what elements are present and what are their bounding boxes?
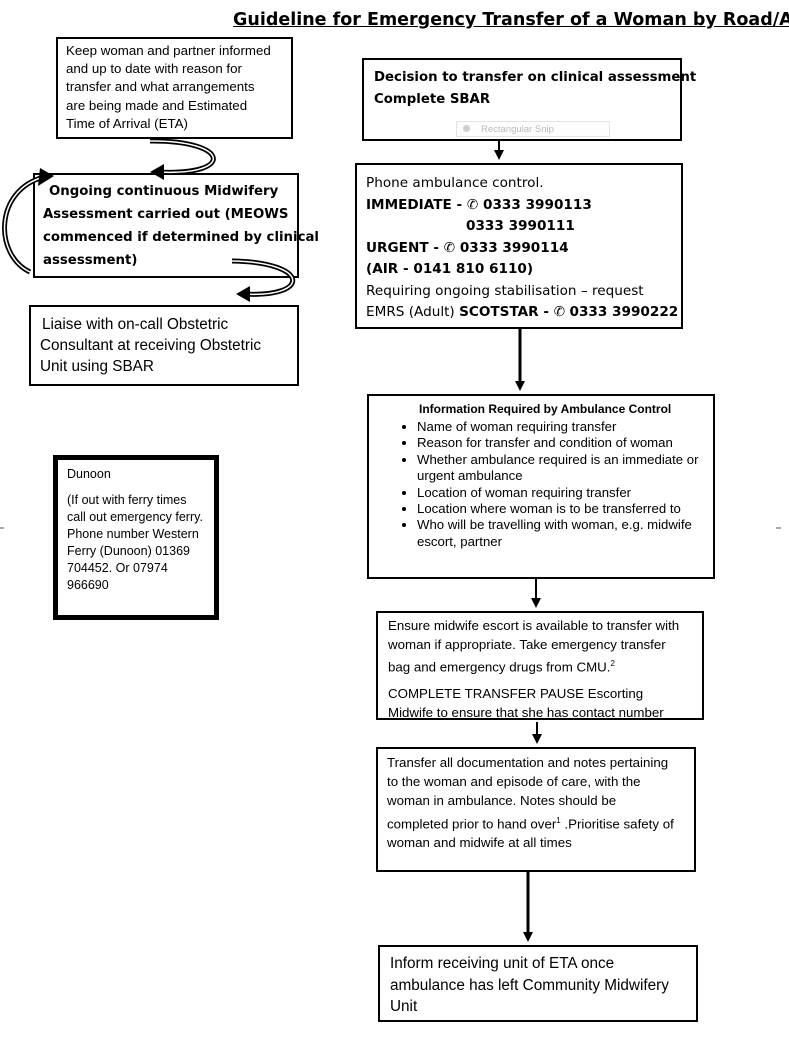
air-number: (AIR - 0141 810 6110) — [366, 261, 534, 277]
liaise-line: Consultant at receiving Obstetric — [40, 337, 262, 354]
inform-line: ambulance has left Community Midwifery — [390, 976, 669, 994]
decision-line: Decision to transfer on clinical assessm… — [374, 70, 697, 85]
urgent-label: URGENT - — [366, 239, 444, 256]
dunoon-line: call out emergency ferry. — [67, 510, 203, 524]
snip-tooltip-label: Rectangular Snip — [481, 124, 554, 135]
keep-informed-line: transfer and what arrangements — [66, 79, 255, 95]
midwifery-line: Assessment carried out (MEOWS — [43, 207, 289, 222]
immediate-number-2: 0333 3990111 — [466, 218, 575, 234]
keep-informed-line: are being made and Estimated — [66, 97, 248, 113]
phone-intro: Phone ambulance control. — [366, 175, 544, 191]
decision-line: Complete SBAR — [374, 92, 491, 107]
liaise-line: Liaise with on-call Obstetric — [42, 316, 229, 333]
inform-receiving-unit-box: Inform receiving unit of ETA once ambula… — [378, 945, 698, 1022]
info-list-item: Who will be travelling with woman, e.g. … — [417, 517, 709, 550]
inform-line: Unit — [390, 998, 418, 1015]
dunoon-line: Ferry (Dunoon) 01369 — [67, 544, 190, 558]
info-required-box: Information Required by Ambulance Contro… — [367, 394, 715, 579]
phone-icon: ✆ — [443, 239, 456, 256]
transfer-pause-line: COMPLETE TRANSFER PAUSE Escorting — [388, 686, 644, 702]
midwifery-line: commenced if determined by clinical — [43, 230, 319, 245]
documentation-line: to the woman and episode of care, with t… — [387, 774, 641, 790]
dunoon-line: Phone number Western — [67, 527, 199, 541]
emrs-label: EMRS (Adult) — [366, 304, 460, 320]
emrs-row: EMRS (Adult) SCOTSTAR - ✆ 0333 3990222 — [366, 302, 681, 324]
urgent-number: 0333 3990114 — [459, 239, 569, 256]
dunoon-line: 966690 — [67, 578, 109, 592]
documentation-line-end: .Prioritise safety of — [560, 816, 674, 832]
documentation-line: woman in ambulance. Notes should be — [387, 793, 617, 809]
info-list-item: Reason for transfer and condition of wom… — [417, 435, 709, 451]
urgent-row: URGENT - ✆ 0333 3990114 — [366, 238, 681, 260]
info-list-item: Name of woman requiring transfer — [417, 419, 709, 435]
escort-line: woman if appropriate. Take emergency tra… — [388, 637, 666, 652]
inform-line: Inform receiving unit of ETA once — [390, 955, 615, 972]
info-required-list: Name of woman requiring transfer Reason … — [369, 419, 709, 550]
loop-arrow-assessment — [2, 174, 45, 275]
info-list-item: Location where woman is to be transferre… — [417, 501, 709, 517]
phone-icon: ✆ — [466, 196, 479, 213]
midwife-escort-box: Ensure midwife escort is available to tr… — [376, 611, 704, 720]
dunoon-heading: Dunoon — [67, 467, 111, 481]
keep-informed-line: Keep woman and partner informed — [66, 43, 271, 58]
keep-informed-box: Keep woman and partner informed and up t… — [56, 37, 293, 139]
documentation-line-start: completed prior to hand over — [387, 816, 557, 832]
liaise-consultant-box: Liaise with on-call Obstetric Consultant… — [29, 305, 299, 386]
transfer-pause-line: Midwife to ensure that she has contact n… — [388, 705, 664, 721]
documentation-box: Transfer all documentation and notes per… — [376, 747, 696, 872]
scotstar-number: 0333 3990222 — [569, 304, 679, 320]
footnote-marker: 1 — [556, 815, 561, 825]
dunoon-line: (If out with ferry times — [67, 493, 187, 507]
keep-informed-line: Time of Arrival (ETA) — [66, 115, 188, 131]
immediate-label: IMMEDIATE - — [366, 196, 467, 213]
info-list-item: Location of woman requiring transfer — [417, 485, 709, 501]
rectangular-snip-tooltip: Rectangular Snip — [456, 121, 610, 137]
immediate-number: 0333 3990113 — [483, 196, 592, 213]
midwifery-line: assessment) — [43, 253, 138, 268]
documentation-line: completed prior to hand over1 .Prioritis… — [387, 811, 694, 834]
dunoon-line: 704452. Or 07974 — [67, 561, 168, 575]
dunoon-box: Dunoon (If out with ferry times call out… — [53, 455, 219, 620]
info-list-item: Whether ambulance required is an immedia… — [417, 452, 709, 485]
phone-ambulance-box: Phone ambulance control. IMMEDIATE - ✆ 0… — [355, 163, 683, 329]
info-required-heading: Information Required by Ambulance Contro… — [419, 402, 672, 416]
immediate-row: IMMEDIATE - ✆ 0333 3990113 — [366, 195, 681, 217]
documentation-line: woman and midwife at all times — [387, 835, 572, 851]
phone-icon: ✆ — [553, 304, 566, 320]
liaise-line: Unit using SBAR — [40, 358, 154, 375]
page-title: Guideline for Emergency Transfer of a Wo… — [233, 10, 789, 30]
escort-line-text: bag and emergency drugs from CMU. — [388, 659, 611, 675]
midwifery-line: Ongoing continuous Midwifery — [49, 184, 279, 199]
stabilisation-text: Requiring ongoing stabilisation – reques… — [366, 282, 644, 299]
escort-line: bag and emergency drugs from CMU.2 — [388, 654, 702, 676]
footnote-marker: 2 — [610, 659, 615, 668]
documentation-line: Transfer all documentation and notes per… — [387, 755, 669, 770]
scotstar-label: SCOTSTAR - — [459, 304, 554, 320]
escort-line: Ensure midwife escort is available to tr… — [388, 618, 680, 633]
keep-informed-line: and up to date with reason for — [66, 61, 242, 77]
snip-icon — [463, 125, 470, 132]
